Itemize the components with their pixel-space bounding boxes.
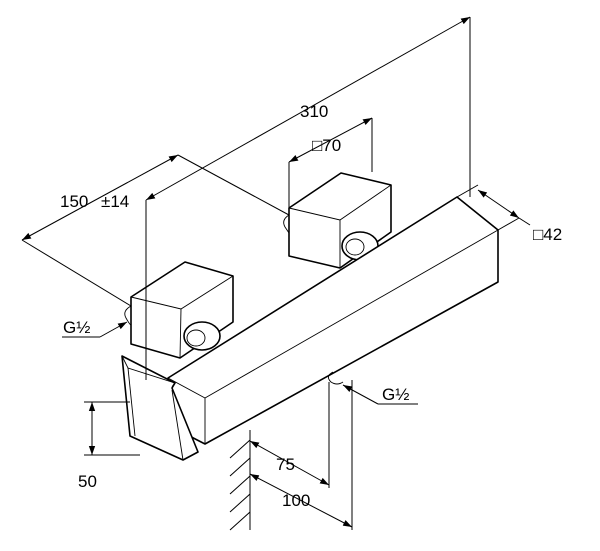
wall-hatch (229, 430, 251, 531)
dim-42 (456, 184, 531, 231)
label-wall-offset-100: 100 (282, 491, 310, 510)
spout (121, 355, 199, 461)
label-overall-length: 310 (300, 102, 328, 121)
left-escutcheon (124, 261, 234, 359)
label-thread-left: G½ (63, 318, 90, 337)
label-center-distance: 150 (60, 192, 88, 211)
label-spout-height: 50 (78, 472, 97, 491)
label-wall-offset-75: 75 (276, 455, 295, 474)
dim-150 (21, 154, 290, 307)
dim-75-100 (249, 380, 353, 530)
mixer-body (121, 172, 499, 461)
label-bar-section: □42 (533, 225, 562, 244)
label-escutcheon-size: □70 (312, 136, 341, 155)
dim-50 (84, 401, 140, 456)
label-thread-bottom: G½ (382, 385, 409, 404)
thread-leaders (62, 321, 418, 405)
label-center-tolerance: ±14 (101, 192, 129, 211)
dim-70 (288, 117, 373, 208)
bottom-outlet (328, 371, 344, 385)
